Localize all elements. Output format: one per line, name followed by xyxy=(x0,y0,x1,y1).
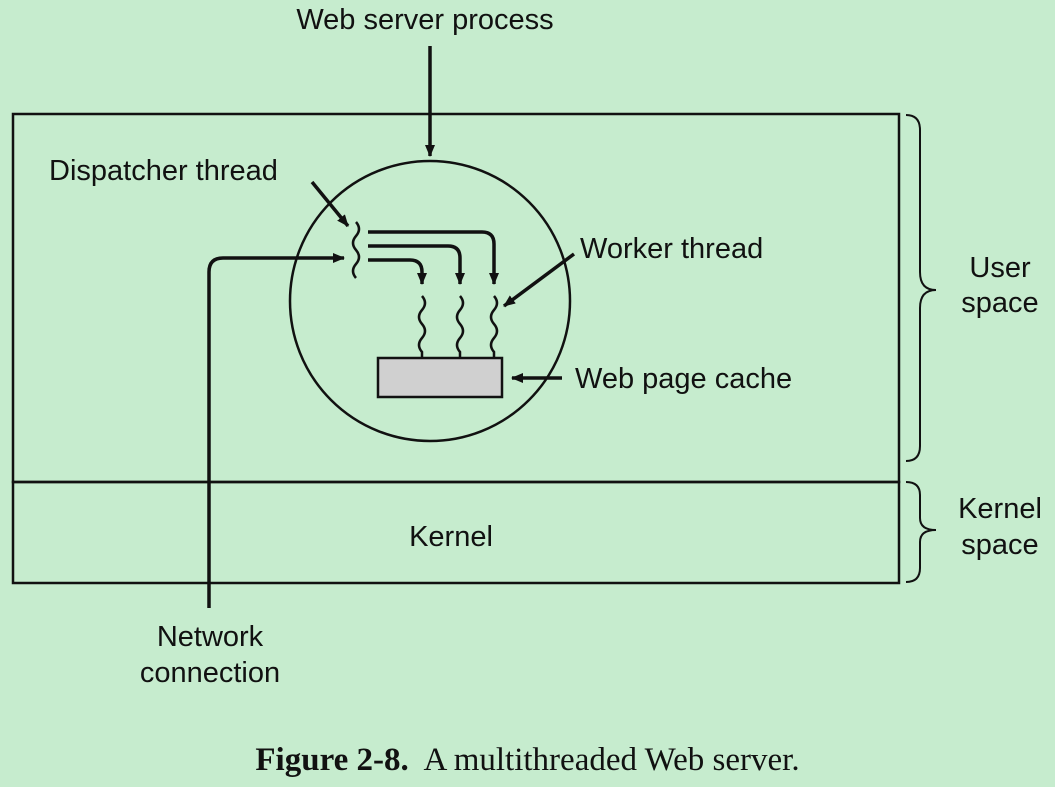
user-space-label-line1: User xyxy=(969,252,1031,284)
kernel-space-brace xyxy=(905,481,937,583)
kernel-space-box xyxy=(11,480,901,585)
dispatch-arrow-3 xyxy=(368,258,427,285)
network-connection-label-line2: connection xyxy=(140,657,280,689)
kernel-label: Kernel xyxy=(409,521,493,553)
user-space-label-line2: space xyxy=(961,287,1038,319)
network-connection-label-line1: Network xyxy=(157,621,264,653)
user-space-brace xyxy=(905,114,937,462)
dispatcher-thread-squiggle xyxy=(351,221,361,279)
dispatcher-thread-arrow xyxy=(310,180,350,228)
figure-number: Figure 2-8. xyxy=(255,742,409,778)
network-connection-line xyxy=(207,253,345,608)
web-page-cache-label: Web page cache xyxy=(575,363,792,395)
figure-caption: Figure 2-8. A multithreaded Web server. xyxy=(0,742,1055,779)
web-server-process-label: Web server process xyxy=(296,4,553,36)
worker-thread-squiggle-3 xyxy=(489,295,499,358)
dispatch-arrow-1 xyxy=(368,230,499,285)
worker-thread-squiggle-2 xyxy=(455,295,465,358)
kernel-space-label-line2: space xyxy=(961,529,1038,561)
dispatch-arrow-2 xyxy=(368,244,465,285)
kernel-space-label-line1: Kernel xyxy=(958,493,1042,525)
worker-thread-squiggle-1 xyxy=(417,295,427,358)
worker-thread-label: Worker thread xyxy=(580,233,763,265)
web-server-process-circle xyxy=(288,159,572,443)
figure-caption-text: A multithreaded Web server. xyxy=(423,742,800,778)
web-page-cache-box xyxy=(376,356,504,399)
worker-thread-arrow xyxy=(502,252,576,308)
dispatcher-thread-label: Dispatcher thread xyxy=(49,155,278,187)
